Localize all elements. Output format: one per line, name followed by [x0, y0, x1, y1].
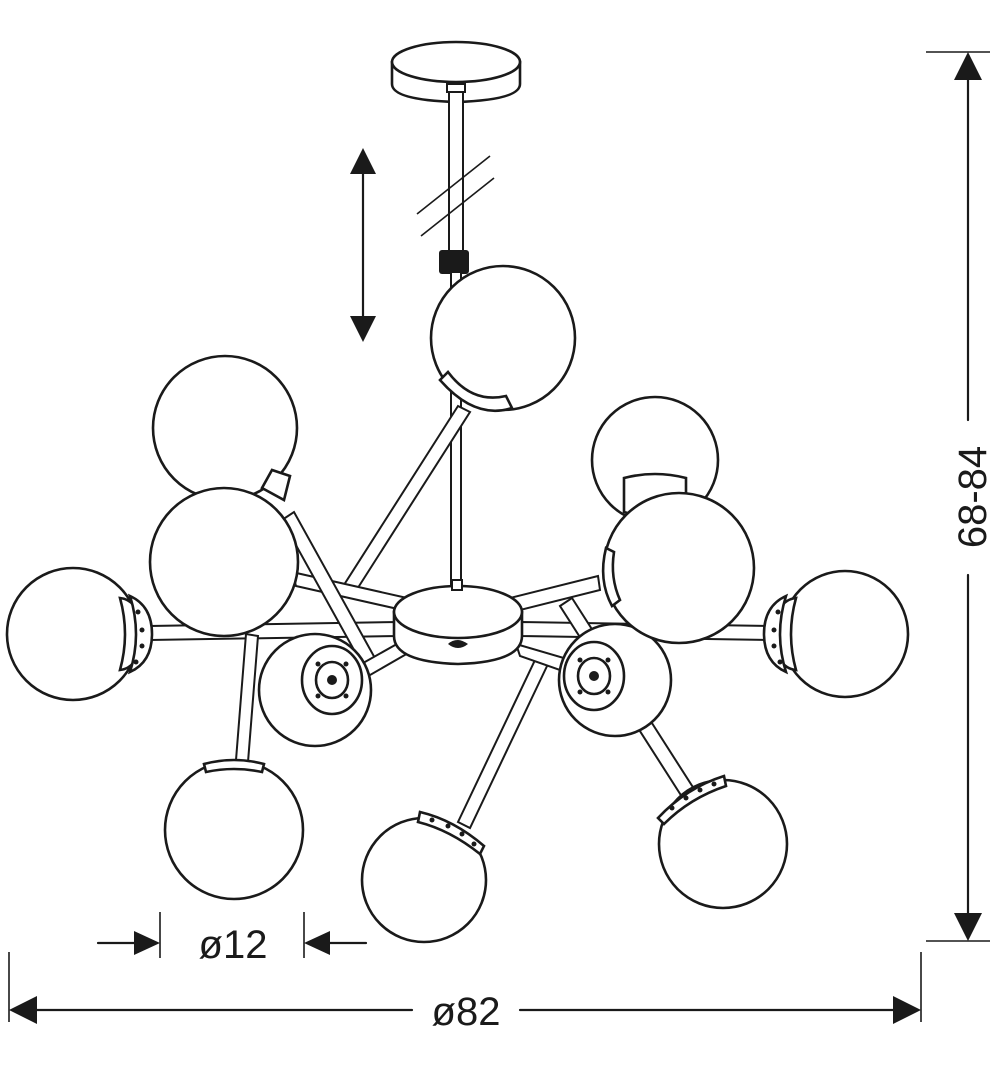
front-globes [5, 264, 910, 944]
socket-rear-left [300, 644, 364, 716]
overall-diameter-dimension: ø82 [8, 952, 922, 1034]
overall-arrow-left [9, 996, 37, 1024]
overall-diameter-label: ø82 [432, 990, 501, 1034]
socket-bottom [416, 810, 486, 857]
globe-upper-left [148, 486, 300, 638]
height-arrow-top [954, 52, 982, 80]
socket-lower-right [656, 774, 728, 826]
globe-far-right [780, 569, 910, 699]
height-label: 68-84 [951, 446, 995, 548]
rod-clamp [439, 250, 469, 274]
socket-upper-left-back [260, 468, 292, 502]
globe-diameter-label: ø12 [199, 923, 268, 967]
center-hub [392, 579, 524, 666]
rod-adjust-arrow [350, 148, 376, 342]
rod-break-mark-bottom [420, 177, 495, 237]
rod-break-mark-top [416, 155, 491, 215]
globe-arrow-right [304, 931, 330, 955]
overall-arrow-right [893, 996, 921, 1024]
globe-lower-left [163, 759, 305, 901]
globe-far-left [5, 566, 141, 702]
globe-diameter-dimension: ø12 [96, 912, 368, 967]
socket-rear-right [562, 640, 626, 712]
socket-top [438, 370, 514, 413]
globe-upper-right [602, 491, 756, 645]
rear-globes [257, 395, 720, 748]
height-dimension: 68-84 [926, 51, 995, 942]
arm-bottom [456, 656, 550, 830]
socket-upper-right [601, 546, 622, 608]
height-arrow-bottom [954, 913, 982, 941]
globe-arrow-left [134, 931, 160, 955]
ceiling-canopy [390, 40, 522, 104]
socket-far-left [118, 593, 154, 675]
socket-lower-left [202, 758, 266, 774]
arm-lower-left [234, 632, 260, 764]
socket-far-right [762, 593, 798, 675]
